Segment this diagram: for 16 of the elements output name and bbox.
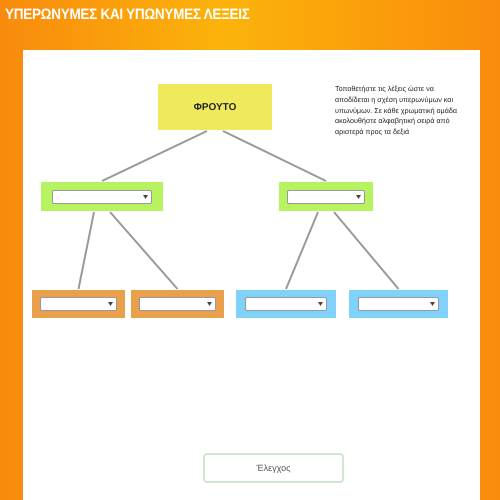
check-button: Έλεγχος (203, 453, 344, 483)
category-label: ΦΡΟΥΤΟ (194, 102, 236, 112)
connector-line (333, 211, 400, 290)
connector-line (102, 130, 208, 182)
connector-line (222, 130, 326, 182)
connector-line (109, 211, 178, 290)
answer-slot-box (131, 290, 224, 318)
category-box (158, 84, 272, 130)
connector-line (285, 212, 319, 290)
answer-slot-box (236, 290, 336, 318)
answer-slot-box (279, 182, 373, 211)
connector-line (78, 212, 95, 290)
answer-slot-box (349, 290, 448, 318)
page-title: ΥΠΕΡΩΝΥΜΕΣ ΚΑΙ ΥΠΩΝΥΜΕΣ ΛΕΞΕΙΣ (5, 6, 250, 23)
answer-slot-box (32, 290, 125, 318)
answer-slot-box (41, 182, 163, 211)
